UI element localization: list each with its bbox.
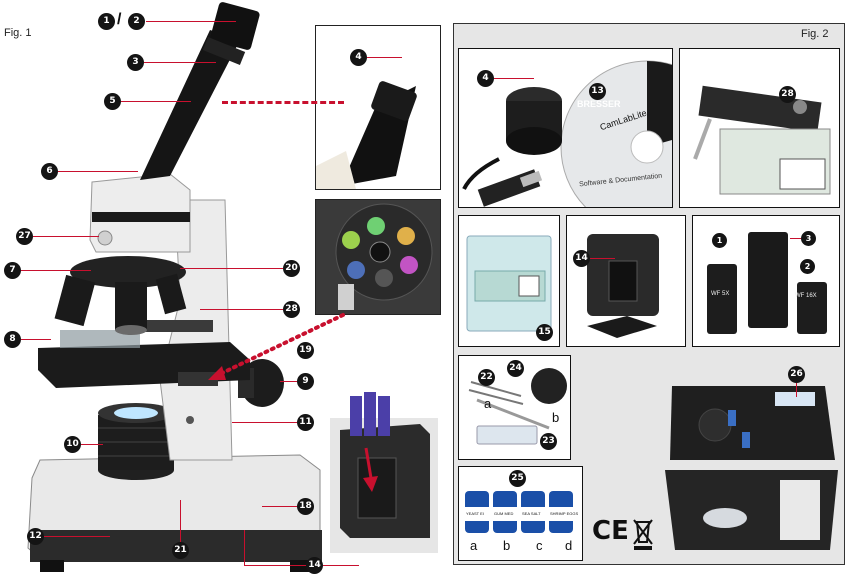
leader-14a — [244, 565, 306, 566]
callout-28-f2: 28 — [779, 86, 796, 103]
callout-3-f2: 3 — [801, 231, 816, 246]
leader-4-inset — [367, 57, 402, 58]
callout-11: 11 — [297, 414, 314, 431]
callout-6: 6 — [41, 163, 58, 180]
callout-26: 26 — [788, 366, 805, 383]
leader-10 — [81, 444, 103, 445]
callout-2: 2 — [128, 13, 145, 30]
camera-cd-panel: BRESSER CamLabLite Software & Documentat… — [458, 48, 673, 208]
jar-c-label: SEA SALT — [522, 511, 541, 516]
jar-letter-d: d — [565, 538, 573, 553]
callout-14-f2: 14 — [573, 250, 590, 267]
callout-1-f2: 1 — [712, 233, 727, 248]
leader-20 — [180, 268, 283, 269]
callout-8: 8 — [4, 331, 21, 348]
callout-4: 4 — [477, 70, 494, 87]
leader-18 — [262, 506, 297, 507]
leader-14b — [244, 530, 245, 565]
callout-24: 24 — [507, 360, 524, 377]
leader-9 — [280, 381, 297, 382]
callout-15: 15 — [536, 324, 553, 341]
carry-case-illustration — [665, 386, 838, 550]
callout-21: 21 — [172, 542, 189, 559]
leader-12 — [44, 536, 110, 537]
eyepiece-wf5x: WF 5X — [711, 291, 730, 297]
tool-letter-a: a — [484, 396, 492, 411]
leader-8 — [21, 339, 51, 340]
callout-14: 14 — [306, 557, 323, 574]
ce-mark: CE — [592, 516, 629, 546]
leader-3 — [144, 62, 216, 63]
callout-22: 22 — [478, 369, 495, 386]
leader-28 — [200, 309, 283, 310]
callout-3: 3 — [127, 54, 144, 71]
callout-25: 25 — [509, 470, 526, 487]
callout-1: 1 — [98, 13, 115, 30]
cd-brand: BRESSER — [577, 99, 621, 109]
jar-a-label: YEAST EI — [466, 511, 484, 516]
jar-b-label: GUM MED — [494, 511, 514, 516]
callout-4-inset: 4 — [350, 49, 367, 66]
callout-27: 27 — [16, 228, 33, 245]
leader-f2-3 — [790, 238, 801, 239]
tool-letter-b: b — [552, 410, 560, 425]
leader-26 — [796, 383, 797, 397]
fig2-label: Fig. 2 — [801, 28, 829, 40]
callout-slash: / — [117, 11, 122, 28]
leader-1-2 — [146, 21, 236, 22]
callout-13: 13 — [589, 83, 606, 100]
callout-9: 9 — [297, 373, 314, 390]
jar-letter-b: b — [503, 538, 511, 553]
pointer-dashed-line — [222, 101, 344, 104]
leader-5 — [121, 101, 191, 102]
jar-letter-a: a — [470, 538, 478, 553]
battery-inset-illustration — [330, 392, 438, 553]
callout-10: 10 — [64, 436, 81, 453]
leader-6 — [58, 171, 138, 172]
jar-letter-c: c — [536, 538, 543, 553]
leader-21 — [180, 500, 181, 542]
callout-5: 5 — [104, 93, 121, 110]
fig1-label: Fig. 1 — [4, 27, 32, 39]
filter-wheel-inset — [315, 199, 441, 315]
callout-18: 18 — [297, 498, 314, 515]
leader-f2-14 — [590, 258, 615, 259]
jar-d-label: SHRIMP EGGS — [550, 511, 579, 516]
callout-20: 20 — [283, 260, 300, 277]
weee-bin-icon — [633, 519, 653, 550]
microscope-illustration — [27, 2, 322, 572]
callout-23: 23 — [540, 433, 557, 450]
leader-f2-4 — [494, 78, 534, 79]
callout-12: 12 — [27, 528, 44, 545]
leader-7 — [21, 270, 91, 271]
mechanical-stage-panel — [679, 48, 840, 208]
battery-holder-panel — [566, 215, 686, 347]
pointer-dotted-line — [208, 313, 345, 380]
eyepiece-wf16x: WF 16X — [795, 293, 817, 299]
specimen-jars-panel: YEAST EI GUM MED SEA SALT SHRIMP EGGS — [458, 466, 583, 561]
callout-2-f2: 2 — [800, 259, 815, 274]
leader-14c — [323, 565, 359, 566]
leader-11 — [232, 422, 297, 423]
callout-19: 19 — [297, 342, 314, 359]
callout-28: 28 — [283, 301, 300, 318]
leader-27 — [33, 236, 99, 237]
callout-7: 7 — [4, 262, 21, 279]
eyepiece-inset — [315, 25, 441, 190]
